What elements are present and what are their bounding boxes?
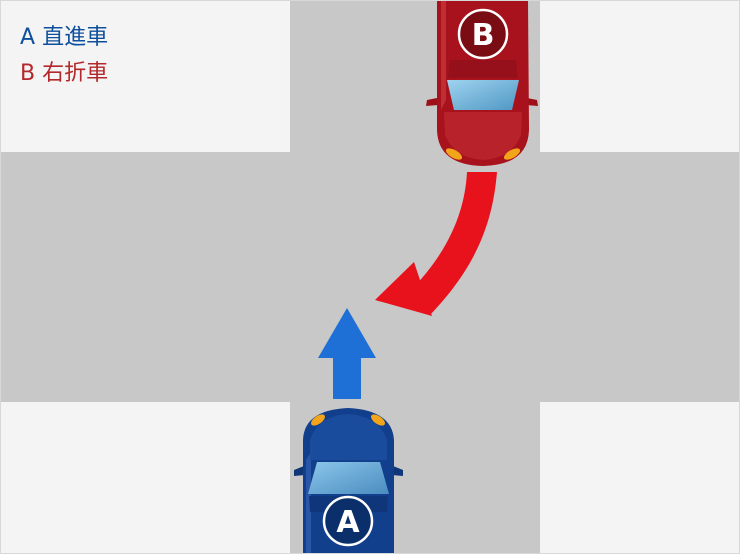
car-a: A bbox=[294, 408, 403, 554]
car-b-left-mirror bbox=[426, 98, 438, 106]
car-a-left-headlight bbox=[311, 414, 325, 426]
legend-a-letter: A bbox=[20, 25, 36, 50]
legend-right-turn-car: B 右折車 bbox=[20, 63, 108, 85]
car-b-right-mirror bbox=[526, 98, 538, 106]
car-a-side-highlight bbox=[306, 452, 311, 554]
car-b-hood bbox=[444, 112, 522, 160]
car-a-right-headlight bbox=[371, 414, 385, 426]
straight-arrow-icon bbox=[318, 308, 376, 399]
car-b-right-headlight bbox=[503, 148, 521, 160]
car-a-windshield bbox=[308, 462, 389, 494]
car-b-windshield bbox=[447, 80, 519, 110]
car-a-badge-label: A bbox=[336, 505, 360, 540]
car-b-badge-label: B bbox=[472, 18, 495, 53]
car-a-hood bbox=[310, 414, 387, 460]
car-a-badge-circle bbox=[322, 495, 374, 547]
legend-a-label: 直進車 bbox=[42, 25, 109, 50]
car-b-roof-shade bbox=[448, 60, 518, 78]
car-a-right-mirror bbox=[392, 466, 403, 476]
legend-straight-car: A 直進車 bbox=[20, 27, 108, 49]
legend-b-label: 右折車 bbox=[42, 61, 109, 86]
car-b-badge-circle bbox=[457, 8, 509, 60]
car-b: B bbox=[426, 0, 538, 166]
car-b-side-highlight bbox=[441, 0, 446, 110]
right-turn-arrow-icon bbox=[375, 172, 497, 316]
legend-b-letter: B bbox=[20, 61, 36, 86]
car-a-left-mirror bbox=[294, 466, 305, 476]
car-b-left-headlight bbox=[445, 148, 463, 160]
